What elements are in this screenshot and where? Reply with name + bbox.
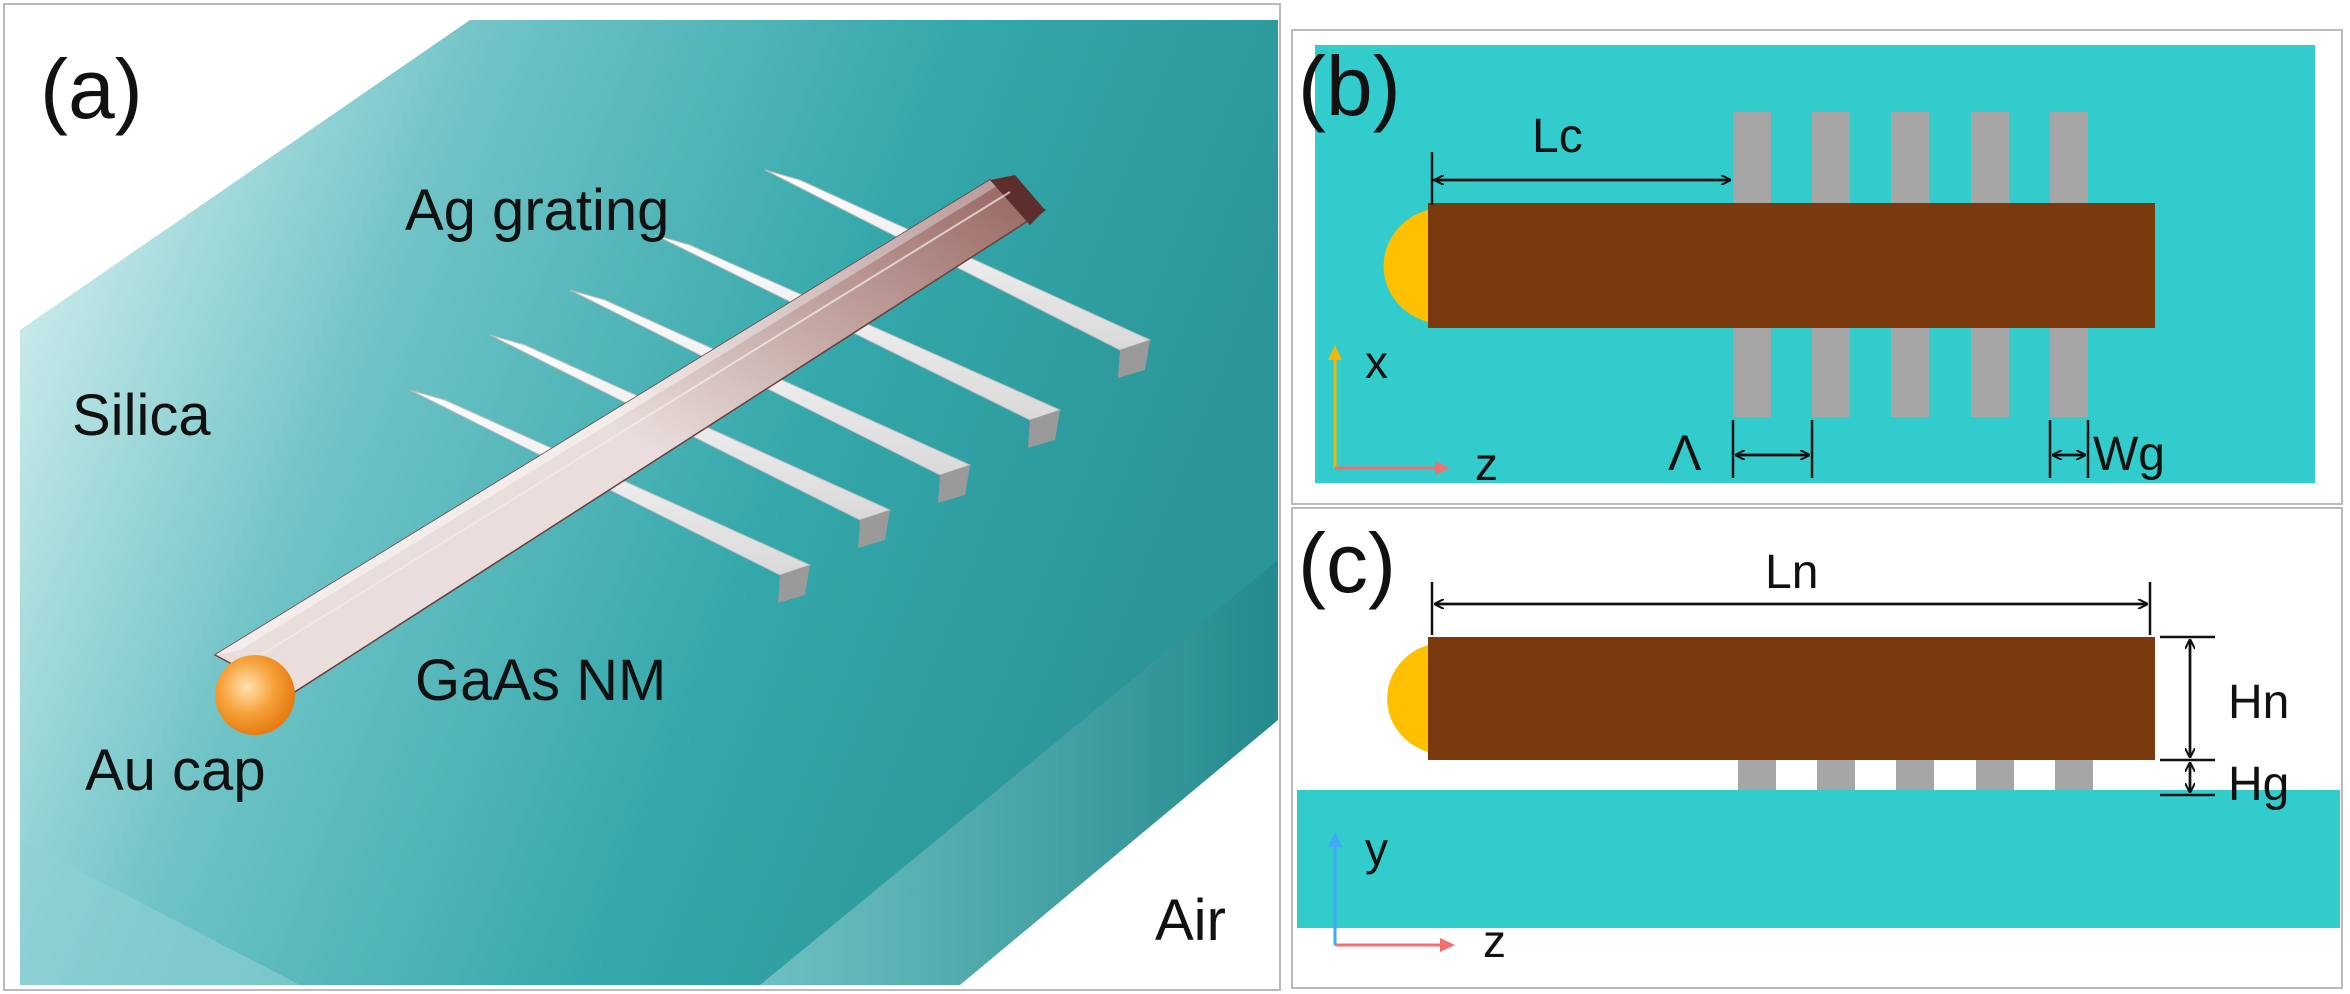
silica-slab-side [760, 560, 1278, 985]
silica-background-c [1297, 790, 2340, 928]
slab-corner-upper-left [20, 20, 470, 330]
air-region [1010, 720, 1278, 985]
air-label: Air [1155, 888, 1226, 953]
grating-section [2055, 760, 2093, 790]
hg-label: Hg [2228, 758, 2289, 811]
au-cap-sphere [215, 655, 295, 735]
grating-section [1976, 760, 2014, 790]
panel-c-label: (c) [1298, 516, 1396, 610]
period-label: Λ [1668, 425, 1702, 481]
axis-y-label: y [1365, 823, 1388, 875]
silica-label: Silica [72, 383, 211, 448]
axis-z-label-b: z [1475, 438, 1498, 490]
au-cap-top-view [1383, 210, 1428, 322]
panel-a-label: (a) [40, 42, 143, 136]
au-cap-side-view [1387, 645, 1428, 752]
nanowire-top-view [1428, 203, 2155, 328]
axis-z-label-c: z [1483, 915, 1506, 967]
au-cap-label: Au cap [85, 738, 266, 803]
ln-label: Ln [1765, 546, 1818, 599]
wg-label: Wg [2093, 428, 2165, 481]
grating-section [1896, 760, 1934, 790]
ag-grating-label: Ag grating [405, 178, 669, 243]
gaas-nm-label: GaAs NM [415, 648, 666, 713]
gaas-nanowire [213, 175, 1047, 696]
lc-label: Lc [1532, 110, 1583, 163]
panel-a: (a) Ag grating Silica GaAs NM Au cap Air [3, 3, 1281, 991]
panel-b: Lc Λ Wg x z (b) [1291, 29, 2343, 505]
hn-label: Hn [2228, 676, 2289, 729]
panel-b-label: (b) [1298, 39, 1401, 133]
axis-x-label: x [1365, 336, 1388, 388]
grating-section [1817, 760, 1855, 790]
nanowire-side-view [1428, 637, 2155, 760]
grating-section [1738, 760, 1776, 790]
slab-lower-edge [20, 840, 300, 985]
panel-c: Ln Hn Hg y z (c) [1291, 507, 2343, 989]
